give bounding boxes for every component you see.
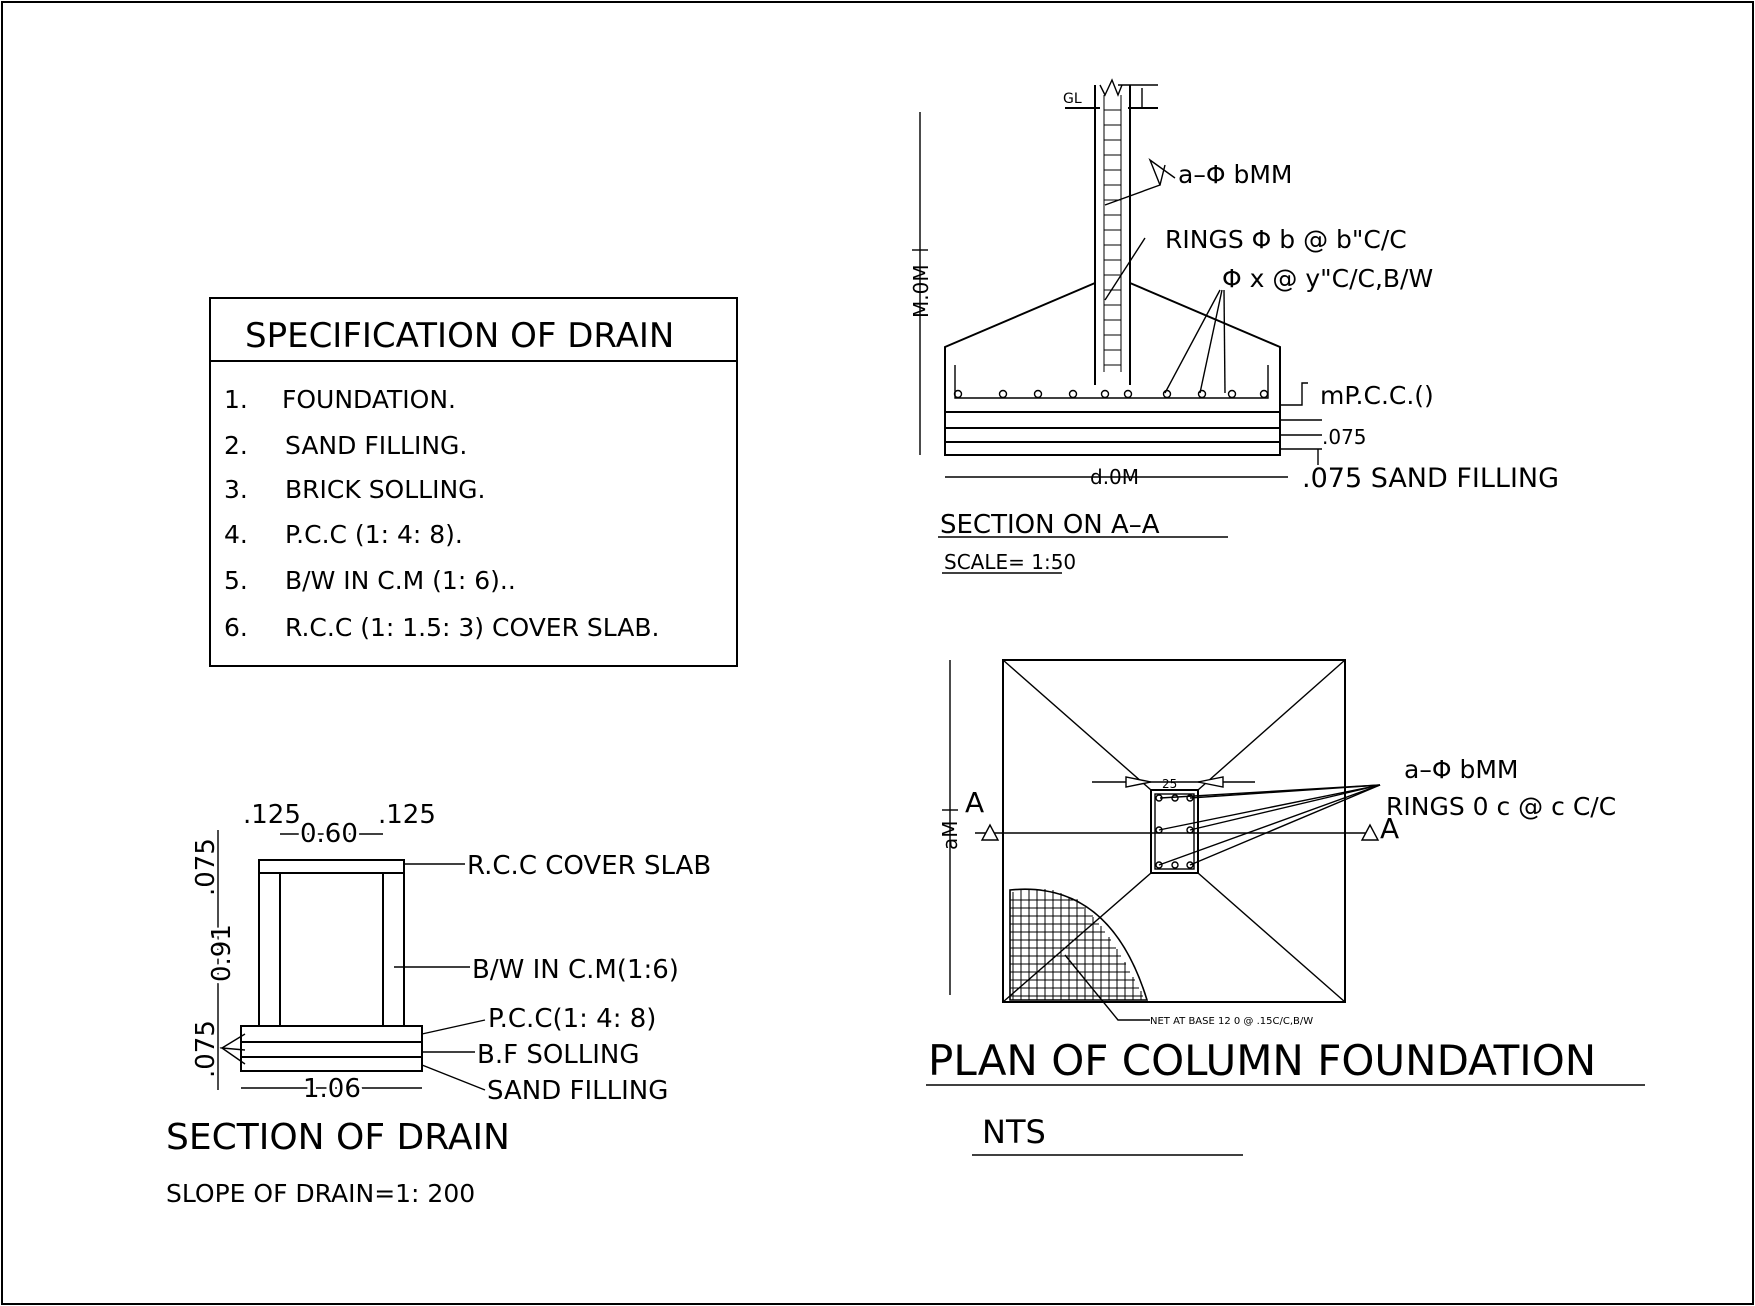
drain-title: SECTION OF DRAIN [166, 1117, 510, 1158]
height-dim-label: M.0M [909, 264, 933, 318]
spec-item-text: P.C.C (1: 4: 8). [285, 520, 463, 549]
sand-label: SAND FILLING [487, 1076, 668, 1106]
bar-leader [1189, 784, 1381, 799]
dim-125-left: .125 [243, 800, 301, 830]
spec-item-text: B/W IN C.M (1: 6).. [285, 566, 516, 595]
specification-table: SPECIFICATION OF DRAIN 1. FOUNDATION. 2.… [209, 297, 738, 667]
plan-height-label: aM [938, 820, 962, 850]
plan-column-foundation: 25 A A a–Φ bMM RINGS 0 c @ c C/C aM [926, 659, 1645, 1156]
spec-item-num: 6. [224, 613, 248, 642]
spec-item-num: 1. [224, 385, 248, 414]
pcc-leader [421, 1019, 486, 1035]
section-arrow [1360, 823, 1380, 841]
right-wall [382, 872, 405, 1027]
rings-leader [1104, 237, 1146, 301]
net-leader [1064, 954, 1150, 1021]
spec-box [209, 297, 738, 667]
sand-label: .075 SAND FILLING [1302, 463, 1559, 494]
bar-leader [1104, 158, 1176, 206]
section-mark-left: A [965, 786, 984, 819]
dim-106-knockout: 1.06 [303, 1074, 361, 1104]
net-label: NET AT BASE 12 0 @ .15C/C,B/W [1150, 1016, 1313, 1027]
spec-item-text: SAND FILLING. [285, 431, 467, 460]
width-dim-label: d.0M [1090, 465, 1139, 489]
footing-plan [1002, 659, 1346, 1003]
dim-075-top: .075 [191, 838, 221, 896]
dim-091-knockout: 0.91 [207, 924, 237, 982]
column-dim-label: 25 [1162, 777, 1177, 791]
dim-075-bottom: .075 [191, 1020, 221, 1078]
mesh-leader [1223, 289, 1226, 394]
cover-slab [258, 859, 405, 874]
bar-leader [1189, 784, 1381, 866]
pcc-label: mP.C.C.() [1320, 381, 1434, 410]
column-ring [1154, 793, 1195, 870]
spec-item-num: 2. [224, 431, 248, 460]
bf-label: B.F SOLLING [477, 1040, 640, 1070]
bar-leader [1158, 784, 1381, 866]
spec-title: SPECIFICATION OF DRAIN [245, 316, 674, 356]
mesh-bars [953, 389, 1269, 399]
plan-bar-label: a–Φ bMM [1404, 755, 1518, 784]
footing-outline [944, 282, 1281, 456]
gl-label: GL [1063, 91, 1082, 107]
drain-slope: SLOPE OF DRAIN=1: 200 [166, 1179, 475, 1208]
spec-item-num: 3. [224, 475, 248, 504]
section-of-drain: .125 .125 0.60 0.60 .075 0.91 0.91 .075 … [166, 800, 711, 1208]
column-reinforcement [1103, 95, 1122, 372]
layer-075-label: .075 [1322, 425, 1367, 449]
bar-label: a–Φ bMM [1178, 160, 1292, 189]
bar-leader [1189, 784, 1381, 831]
left-wall [258, 872, 281, 1027]
bar-leader [1158, 784, 1381, 831]
column-bars [1155, 794, 1194, 869]
section-aa: GL [909, 78, 1559, 574]
dim-060-knockout: 0.60 [300, 819, 358, 849]
spec-item-text: R.C.C (1: 1.5: 3) COVER SLAB. [285, 613, 659, 642]
plan-rings-label: RINGS 0 c @ c C/C [1386, 792, 1616, 821]
spec-item-num: 4. [224, 520, 248, 549]
break-line [1099, 78, 1123, 97]
dim-arrow [1125, 776, 1152, 788]
dim-arrow [1197, 776, 1224, 788]
spec-item-text: FOUNDATION. [282, 385, 456, 414]
rings-label: RINGS Φ b @ b"C/C [1165, 225, 1407, 254]
cover-slab-label: R.C.C COVER SLAB [467, 851, 711, 881]
section-aa-scale: SCALE= 1:50 [944, 550, 1076, 574]
plan-title: PLAN OF COLUMN FOUNDATION [928, 1036, 1596, 1085]
mesh-label: Φ x @ y"C/C,B/W [1222, 264, 1433, 293]
spec-item-text: BRICK SOLLING. [285, 475, 486, 504]
column-plan [1150, 789, 1199, 874]
plan-nts: NTS [982, 1113, 1046, 1151]
diagonal [1002, 659, 1152, 791]
mesh-leader [1199, 289, 1223, 394]
dim-125-right: .125 [378, 800, 436, 830]
dim-060: 0.60 [300, 819, 358, 849]
section-mark-right: A [1380, 812, 1399, 845]
bottom-mesh-bar [954, 365, 1269, 399]
diagonal [1197, 659, 1346, 791]
spec-item-num: 5. [224, 566, 248, 595]
section-aa-title: SECTION ON A–A [940, 510, 1160, 540]
bar-leader [1159, 164, 1166, 186]
pcc-leader [1280, 382, 1308, 406]
diagonal [1197, 872, 1346, 1003]
mesh-leader [1164, 289, 1221, 394]
dim-091: 0.91 [207, 924, 237, 982]
layer-arrows [219, 1033, 246, 1065]
pcc-label: P.C.C(1: 4: 8) [488, 1004, 656, 1034]
sand-leader [421, 1064, 486, 1091]
base-layers [240, 1025, 423, 1072]
base-net-hatch [1009, 888, 1149, 1001]
bw-label: B/W IN C.M(1:6) [472, 955, 679, 985]
dim-106: 1.06 [303, 1074, 361, 1104]
section-arrow [980, 823, 1000, 841]
